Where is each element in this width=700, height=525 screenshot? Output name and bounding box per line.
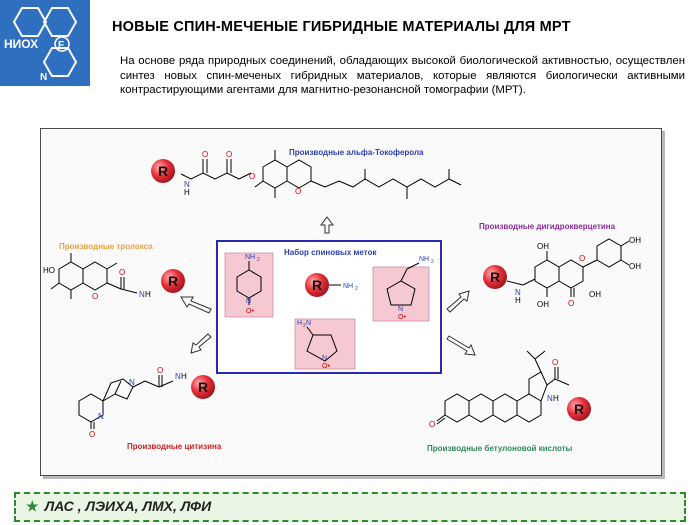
dihydroquercetin-n: N [515, 288, 521, 297]
trolox-structure [50, 253, 138, 299]
trolox-nh-n: N [139, 290, 145, 299]
tocopherol-o-4: O [295, 187, 301, 196]
betulonic-structure [436, 350, 570, 425]
spin-label-3-bg [372, 266, 430, 322]
intro-paragraph: На основе ряда природных соединений, обл… [120, 55, 685, 96]
tocopherol-o-3: O [249, 172, 255, 181]
spin-label-1-n: N [246, 298, 251, 305]
logo-letter-f: F [58, 40, 64, 51]
tocopherol-r-ball [151, 159, 175, 183]
trolox-r-label: R [168, 273, 178, 289]
spin-label-3-o: O• [398, 314, 406, 321]
spin-label-3-n: N [398, 306, 403, 313]
dihydroquercetin-oh-2: OH [537, 300, 549, 309]
tocopherol-nh-n: N [184, 180, 190, 189]
spin-label-1-nh-sub: 2 [257, 257, 260, 263]
arrow-right-lower [446, 335, 476, 356]
dihydroquercetin-structure [506, 238, 630, 297]
cytisine-o-carbonyl: O [157, 366, 163, 375]
tocopherol-structure [180, 150, 462, 199]
cytisine-n-ring: N [98, 412, 104, 421]
reaction-diagram: R O O O O N H Производные альфа-Токоферо… [43, 148, 641, 453]
dihydroquercetin-o-ring: O [579, 254, 585, 263]
logo-hexagons-icon: НИОХ F N [4, 7, 78, 83]
trolox-o-carbonyl: O [119, 268, 125, 277]
dihydroquercetin-oh-1: OH [537, 242, 549, 251]
spin-label-4-bg [294, 318, 356, 370]
star-icon: ★ [26, 498, 39, 514]
dihydroquercetin-h: H [515, 296, 521, 305]
spin-label-2-nh-sub: 2 [355, 286, 358, 292]
cytisine-label: Производные цитизина [127, 442, 222, 451]
dihydroquercetin-r-label: R [490, 269, 500, 285]
spin-label-box-title: Набор спиновых меток [284, 248, 377, 257]
spin-label-4-n: N [322, 355, 327, 362]
cytisine-n-bridge: N [129, 378, 135, 387]
dihydroquercetin-o-carbonyl: O [568, 299, 574, 308]
arrow-left-upper [180, 296, 212, 314]
spin-label-2-r-ball [305, 273, 329, 297]
arrow-up [320, 216, 334, 234]
spin-label-4-o: O• [322, 363, 330, 370]
logo-text: НИОХ [4, 37, 38, 51]
footer-labs-bar: ★ ЛАС , ЛЭИХА, ЛМХ, ЛФИ [14, 492, 686, 522]
betulonic-label: Производные бетулоновой кислоты [427, 444, 573, 453]
footer-text-wrap: ★ ЛАС , ЛЭИХА, ЛМХ, ЛФИ [26, 498, 211, 515]
tocopherol-label: Производные альфа-Токоферола [289, 148, 424, 157]
dihydroquercetin-r-ball [483, 265, 507, 289]
tocopherol-o-2: O [226, 150, 232, 159]
tocopherol-r-label: R [158, 163, 168, 179]
spin-label-2-nh: NH [343, 283, 353, 290]
diagram-panel: R O O O O N H Производные альфа-Токоферо… [40, 128, 662, 476]
betulonic-r-ball [567, 397, 591, 421]
cytisine-nh-n: N [175, 372, 181, 381]
dihydroquercetin-oh-4: OH [629, 236, 641, 245]
trolox-label: Производные тролокса [59, 242, 153, 251]
betulonic-nh-n: N [547, 394, 553, 403]
spin-label-4-h-sub: 2 [303, 323, 306, 329]
cytisine-nh-h: H [181, 372, 187, 381]
betulonic-r-label: R [574, 401, 584, 417]
trolox-nh-h: H [145, 290, 151, 299]
spin-label-4-h: H [297, 320, 302, 327]
cytisine-r-ball [191, 375, 215, 399]
betulonic-nh-h: H [553, 394, 559, 403]
dihydroquercetin-oh-5: OH [629, 262, 641, 271]
arrow-left-lower [190, 333, 212, 354]
page-title: НОВЫЕ СПИН-МЕЧЕНЫЕ ГИБРИДНЫЕ МАТЕРИАЛЫ Д… [112, 19, 571, 35]
tocopherol-nh-h: H [184, 188, 190, 197]
cytisine-r-label: R [198, 379, 208, 395]
betulonic-o-ketone: O [429, 420, 435, 429]
spin-label-1-nh: NH [245, 254, 255, 261]
betulonic-o-carbonyl: O [552, 358, 558, 367]
spin-label-1-o: O• [246, 308, 254, 315]
trolox-ho: HO [43, 266, 55, 275]
spin-label-3-nh-sub: 2 [431, 259, 434, 265]
footer-labs: ЛАС , ЛЭИХА, ЛМХ, ЛФИ [44, 498, 212, 514]
cytisine-structure [78, 375, 174, 429]
niokh-logo: НИОХ F N [0, 0, 90, 86]
trolox-r-ball [161, 269, 185, 293]
tocopherol-o-1: O [202, 150, 208, 159]
dihydroquercetin-oh-3: OH [589, 290, 601, 299]
spin-label-2-r-label: R [312, 277, 322, 293]
arrow-right-upper [446, 290, 470, 313]
spin-label-4-h-n: N [306, 320, 311, 327]
trolox-o-ring: O [92, 292, 98, 301]
dihydroquercetin-label: Производные дигидрокверцетина [479, 222, 616, 231]
logo-letter-n: N [40, 72, 47, 83]
spin-label-3-nh: NH [419, 256, 429, 263]
cytisine-o-ring: O [89, 430, 95, 439]
